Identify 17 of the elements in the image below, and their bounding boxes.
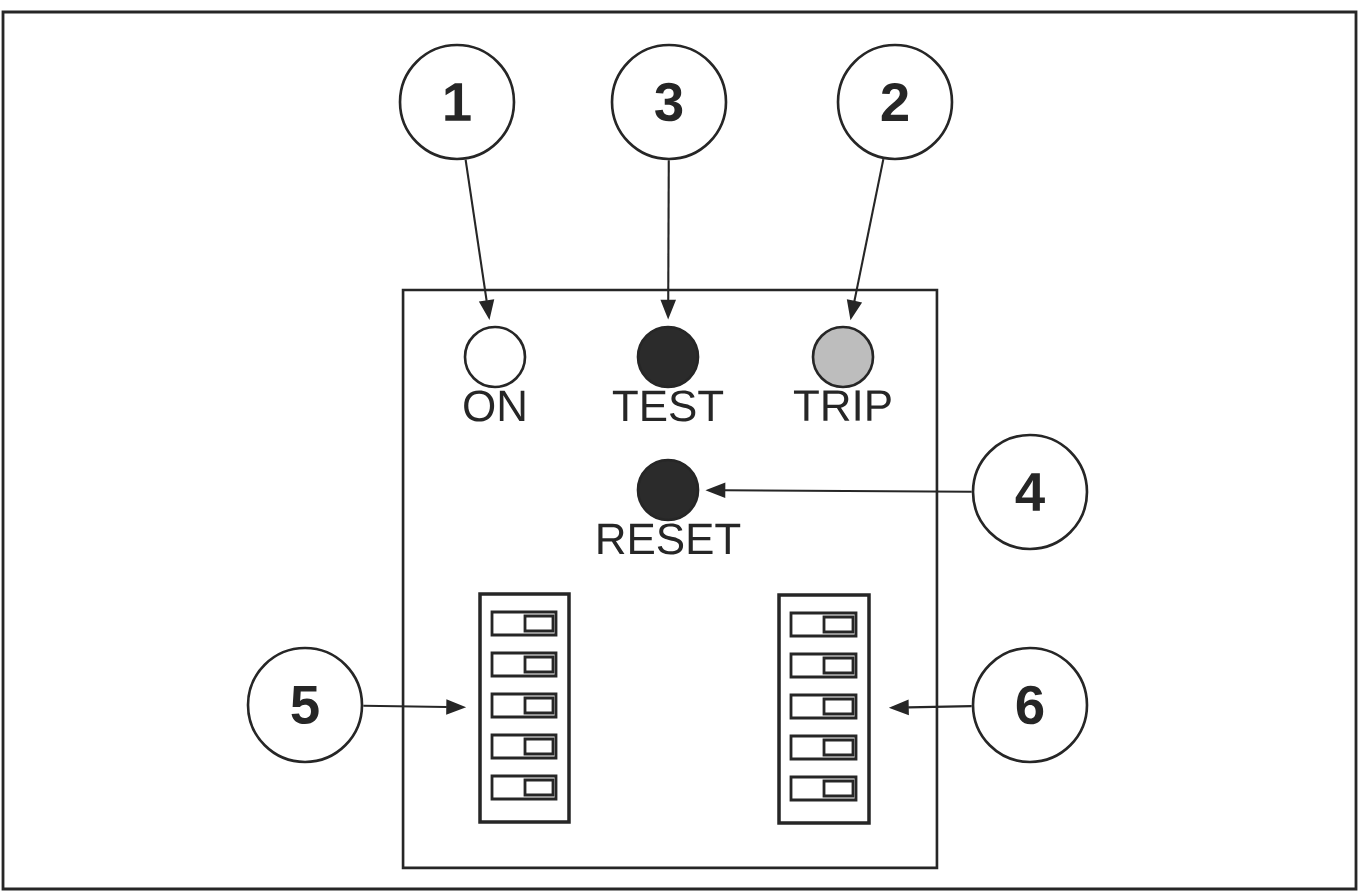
indicator-light: TEST: [612, 325, 724, 422]
callout-number: 1: [398, 43, 516, 161]
callout-number: 5: [246, 646, 364, 764]
indicator-light: TRIP: [793, 325, 891, 421]
node-label: TRIP: [793, 390, 891, 421]
callout-number: 6: [971, 646, 1089, 764]
node-label: RESET: [598, 523, 741, 555]
indicator-light: ON: [463, 325, 527, 422]
dip-switch-drawing: [777, 593, 871, 825]
callout-number: 3: [610, 43, 728, 161]
panel: [401, 288, 939, 870]
callout-number: 2: [836, 43, 954, 161]
node-label: TEST: [612, 390, 724, 422]
indicator-light: RESET: [598, 458, 741, 555]
node-label: ON: [464, 390, 525, 422]
dip-switch-drawing: [478, 592, 571, 824]
callout-number: 4: [971, 433, 1089, 551]
